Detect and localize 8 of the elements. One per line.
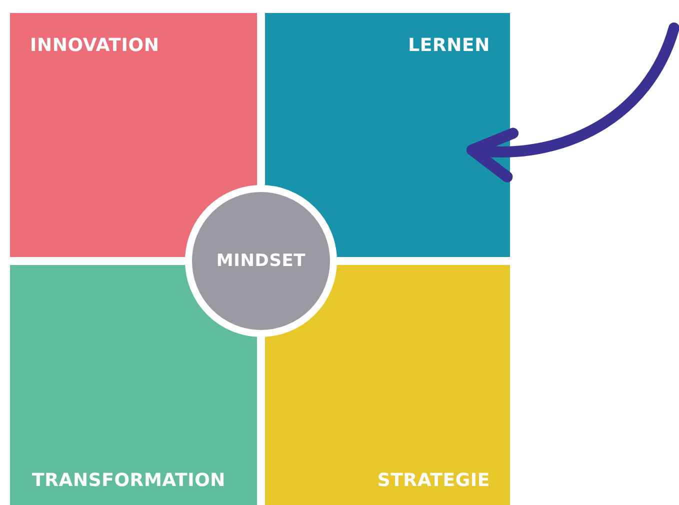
- quadrant-label: LERNEN: [408, 35, 490, 56]
- quadrant-label: TRANSFORMATION: [32, 470, 226, 491]
- quadrant-label: INNOVATION: [30, 35, 160, 56]
- curved-arrow: [466, 22, 679, 181]
- center-label: MINDSET: [216, 251, 306, 271]
- quadrant-panel: [265, 265, 510, 505]
- quadrant-panel: [10, 265, 257, 505]
- quadrant-label: STRATEGIE: [377, 470, 490, 491]
